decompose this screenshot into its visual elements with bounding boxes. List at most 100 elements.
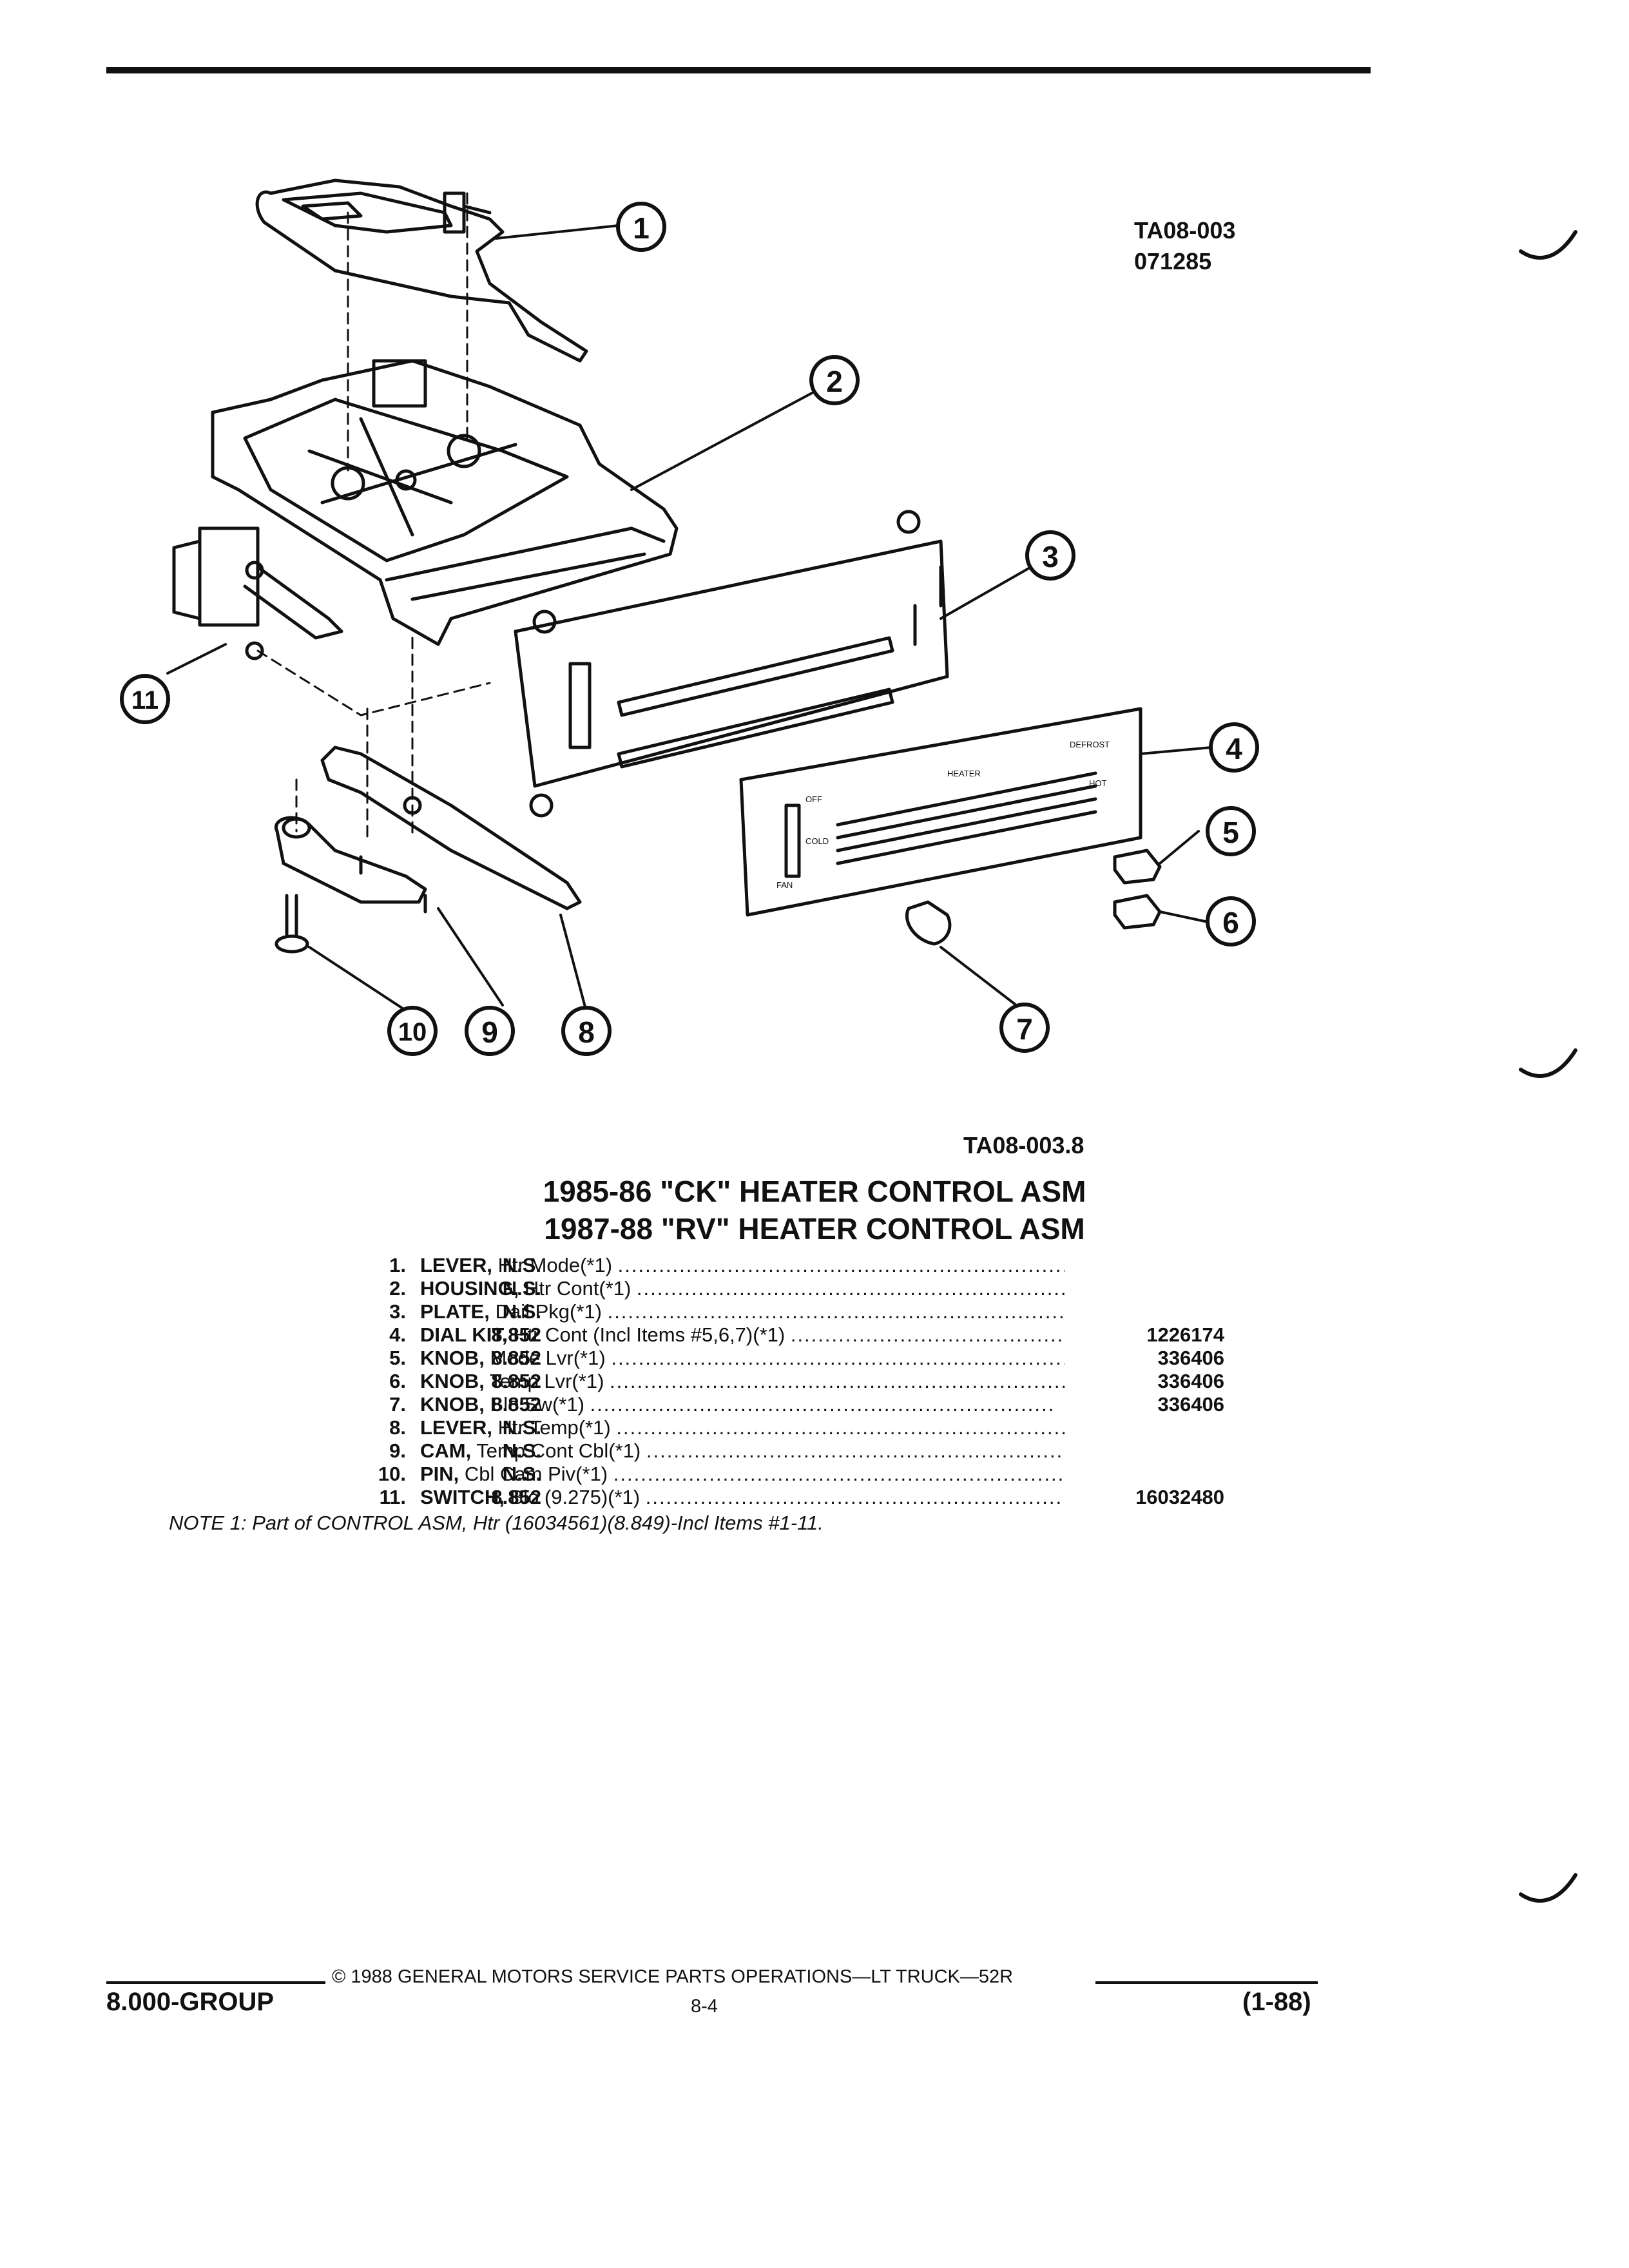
part-detail: Cbl Cam Piv(*1) [464,1463,608,1485]
part-dial-face [739,707,1142,917]
part-name: SWITCH, [420,1486,505,1508]
top-rule [106,67,1371,73]
assembly-guide-lines [256,192,491,839]
callout-2: 2 [826,365,843,398]
item-number: 5. [389,1347,406,1369]
part-number: 1226174 [1146,1323,1224,1346]
part-detail: Blo (9.275)(*1) [510,1486,641,1508]
part-dial-plate [514,510,949,818]
callout-4: 4 [1226,732,1242,765]
part-name: KNOB, [420,1370,485,1392]
callout-8: 8 [578,1015,595,1049]
part-description: KNOB, Mode Lvr(*1) .....................… [420,1347,1065,1369]
part-detail: Temp Lvr(*1) [489,1370,604,1392]
callout-circles [120,202,1259,1056]
group-number: N.S. [502,1416,541,1439]
copyright-line: © 1988 GENERAL MOTORS SERVICE PARTS OPER… [332,1966,1014,1987]
item-number: 4. [389,1323,406,1346]
dial-hot-text: HOT [1089,778,1107,788]
part-description: CAM, Temp Cont Cbl(*1) .................… [420,1439,1065,1462]
part-description: KNOB, Blo Sw(*1) .......................… [420,1393,1055,1416]
dial-heater-text: HEATER [947,769,981,778]
part-housing [211,359,679,646]
callout-11: 11 [131,686,159,715]
part-description: SWITCH, Blo (9.275)(*1) ................… [420,1486,1065,1508]
part-description: DIAL KIT, Htr Cont (Incl Items #5,6,7)(*… [420,1323,1065,1346]
group-number: N.S. [502,1300,541,1323]
group-number: 8.852 [491,1323,541,1346]
part-knob-mode [1113,849,1162,885]
table-row: 1.N.S.LEVER, Htr Mode(*1) ..............… [168,1254,1224,1277]
item-number: 9. [389,1439,406,1462]
callout-3: 3 [1042,540,1059,573]
part-description: PIN, Cbl Cam Piv(*1) ...................… [420,1463,1065,1485]
group-label: 8.000-GROUP [106,1988,275,2016]
part-mode-lever [255,178,588,363]
part-detail: Blo Sw(*1) [490,1393,584,1416]
item-number: 7. [389,1393,406,1416]
item-number: 2. [389,1277,406,1300]
title-rv: 1987-88 "RV" HEATER CONTROL ASM [544,1212,1085,1245]
figure-id: TA08-003 [1134,217,1236,244]
part-number: 16032480 [1135,1486,1224,1508]
exploded-view-diagram: 1 2 3 4 5 6 7 8 9 10 11 HEATER DEFROST H… [120,178,1259,1056]
group-number: 8.852 [491,1347,541,1369]
part-description: HOUSING, Htr Cont(*1) ..................… [420,1277,1065,1300]
part-knob-temp [1113,894,1162,930]
callout-9: 9 [481,1015,498,1049]
part-description: PLATE, Dail Pkg(*1) ....................… [420,1300,1065,1323]
part-description: KNOB, Temp Lvr(*1) .....................… [420,1370,1065,1392]
group-number: N.S. [502,1439,541,1462]
table-row: 3. N.S.PLATE, Dail Pkg(*1) ..............… [168,1300,1224,1323]
part-temp-lever [320,745,582,910]
part-name: PIN, [420,1463,459,1485]
group-number: N.S. [502,1254,541,1276]
dial-cold-text: COLD [805,836,829,846]
margin-binder-marks [1519,230,1577,1903]
part-number: 336406 [1157,1347,1224,1369]
part-detail: Mode Lvr(*1) [490,1347,606,1369]
group-number: 8.852 [491,1393,541,1416]
section-titles: 1985-86 "CK" HEATER CONTROL ASM 1987-88 … [0,1173,1629,1247]
parts-list: 1.N.S.LEVER, Htr Mode(*1) ..............… [168,1254,1224,1509]
item-number: 10. [378,1463,406,1485]
item-number: 3. [389,1300,406,1323]
figure-date: 071285 [1134,248,1212,274]
plate-id: TA08-003.8 [963,1132,1084,1158]
group-number: 8.852 [491,1370,541,1392]
item-number: 11. [379,1486,406,1508]
callout-leaders [166,224,1213,1016]
part-knob-blower [905,900,952,946]
part-name: KNOB, [420,1347,485,1369]
table-row: 9. N.S.CAM, Temp Cont Cbl(*1) ...........… [168,1439,1224,1463]
group-number: 8.852 [491,1486,541,1508]
part-cam [274,816,427,914]
item-number: 6. [389,1370,406,1392]
revision-label: (1-88) [1242,1988,1311,2016]
group-number: N.S. [502,1463,541,1485]
table-row: 10. N.S.PIN, Cbl Cam Piv(*1) ............… [168,1463,1224,1486]
part-pin [275,894,309,954]
part-detail: Htr Temp(*1) [497,1416,611,1439]
part-name: PLATE, [420,1300,490,1323]
callout-10: 10 [398,1018,427,1046]
part-name: LEVER, [420,1416,492,1439]
part-number: 336406 [1157,1370,1224,1392]
part-name: DIAL KIT, [420,1323,508,1346]
table-row: 8.N.S.LEVER, Htr Temp(*1) ..............… [168,1416,1224,1439]
part-detail: Htr Mode(*1) [497,1254,613,1276]
part-blower-switch [172,526,343,660]
callout-6: 6 [1222,906,1239,939]
part-number: 336406 [1157,1393,1224,1416]
part-detail: Htr Cont (Incl Items #5,6,7)(*1) [513,1323,786,1346]
group-number: N.S. [502,1277,541,1300]
part-name: HOUSING, [420,1277,519,1300]
dial-defrost-text: DEFROST [1070,740,1110,749]
table-row: 2. N.S.HOUSING, Htr Cont(*1) ............… [168,1277,1224,1300]
part-name: CAM, [420,1439,472,1462]
footer-rule-left [106,1981,325,1984]
